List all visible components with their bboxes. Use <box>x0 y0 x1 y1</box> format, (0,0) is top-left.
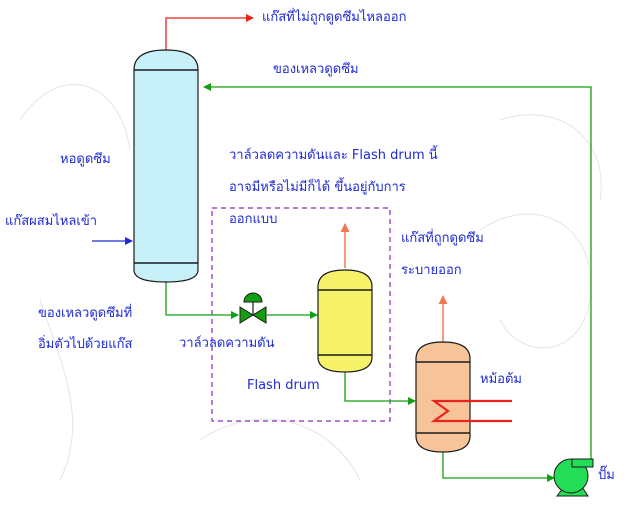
optional-note-line3: ออกแบบ <box>229 212 278 227</box>
reboiler-label: หม้อต้ม <box>480 372 522 387</box>
absorbent-liquid-label: ของเหลวดูดซึม <box>273 62 359 77</box>
reboiler-to-pump-line <box>442 452 555 482</box>
unabsorbed-gas-line <box>165 14 254 57</box>
recycle-liquid-line <box>203 83 592 465</box>
flash-drum-label: Flash drum <box>247 378 320 393</box>
rich-liquid-line <box>165 280 239 319</box>
reboiler[interactable] <box>415 341 471 453</box>
pump-label: ปั๊ม <box>598 468 615 483</box>
flash-drum[interactable] <box>317 269 373 373</box>
background-sketch <box>19 83 602 481</box>
rich-liquid-label-line2: อิ่มตัวไปด้วยแก๊ส <box>38 337 133 352</box>
pressure-valve-label: วาล์วลดความดัน <box>179 336 275 351</box>
optional-note-line1: วาล์วลดความดันและ Flash drum นี้ <box>229 148 438 163</box>
absorbed-gas-label-line2: ระบายออก <box>401 263 462 278</box>
absorbed-gas-label-line1: แก๊สที่ถูกดูดซึม <box>401 231 484 246</box>
rich-liquid-label-line1: ของเหลวดูดซึมที่ <box>38 306 133 321</box>
absorption-tower-label: หอดูดซึม <box>60 152 111 167</box>
centrifugal-pump-icon[interactable] <box>553 458 594 497</box>
absorption-tower[interactable] <box>133 49 199 283</box>
heating-coil-icon <box>430 399 512 423</box>
gas-feed-label: แก๊สผสมไหลเข้า <box>5 214 98 229</box>
unabsorbed-gas-label: แก๊สที่ไม่ถูกดูดซึมไหลออก <box>262 10 407 25</box>
flash-to-reboiler-line <box>344 372 416 405</box>
pressure-reducing-valve-icon[interactable] <box>239 292 267 324</box>
optional-note-line2: อาจมีหรือไม่มีก็ได้ ขึ้นอยู่กับการ <box>229 180 406 195</box>
